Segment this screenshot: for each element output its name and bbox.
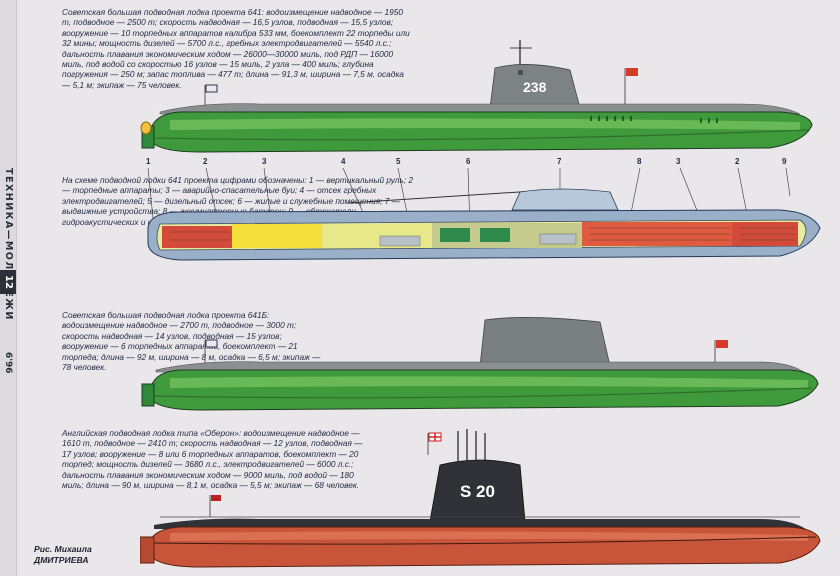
magazine-name: ТЕХНИКА—МОЛОДЕЖИ — [3, 168, 14, 321]
project-641b-description: Советская большая подводная лодка проект… — [62, 310, 321, 373]
scheme-number: 1 — [146, 157, 151, 166]
scheme-number: 3 — [676, 157, 681, 166]
scheme-number: 8 — [637, 157, 642, 166]
page-number: 12 — [0, 270, 16, 294]
scheme-number: 7 — [557, 157, 562, 166]
illustration-credit: Рис. Михаила ДМИТРИЕВА — [34, 544, 92, 565]
submarine-641-illustration: 238 — [140, 40, 813, 153]
page-spine: ТЕХНИКА—МОЛОДЕЖИ 12 6'96 — [0, 0, 17, 576]
scheme-number: 5 — [396, 157, 401, 166]
oberon-description: Английская подводная лодка типа «Оберон»… — [62, 428, 363, 491]
hull-number-s20: S 20 — [460, 482, 495, 501]
scheme-number: 6 — [466, 157, 471, 166]
scheme-number: 4 — [341, 157, 346, 166]
submarine-641-cutaway — [147, 168, 821, 261]
scheme-number: 2 — [203, 157, 208, 166]
scheme-number: 9 — [782, 157, 787, 166]
scheme-number: 3 — [262, 157, 267, 166]
scheme-number: 2 — [735, 157, 740, 166]
project-641-description: Советская большая подводная лодка проект… — [62, 7, 410, 90]
issue-number: 6'96 — [3, 352, 13, 374]
hull-number-238: 238 — [523, 79, 547, 95]
submarine-oberon-illustration: S 20 — [140, 429, 821, 568]
submarine-641b-illustration — [141, 317, 819, 411]
